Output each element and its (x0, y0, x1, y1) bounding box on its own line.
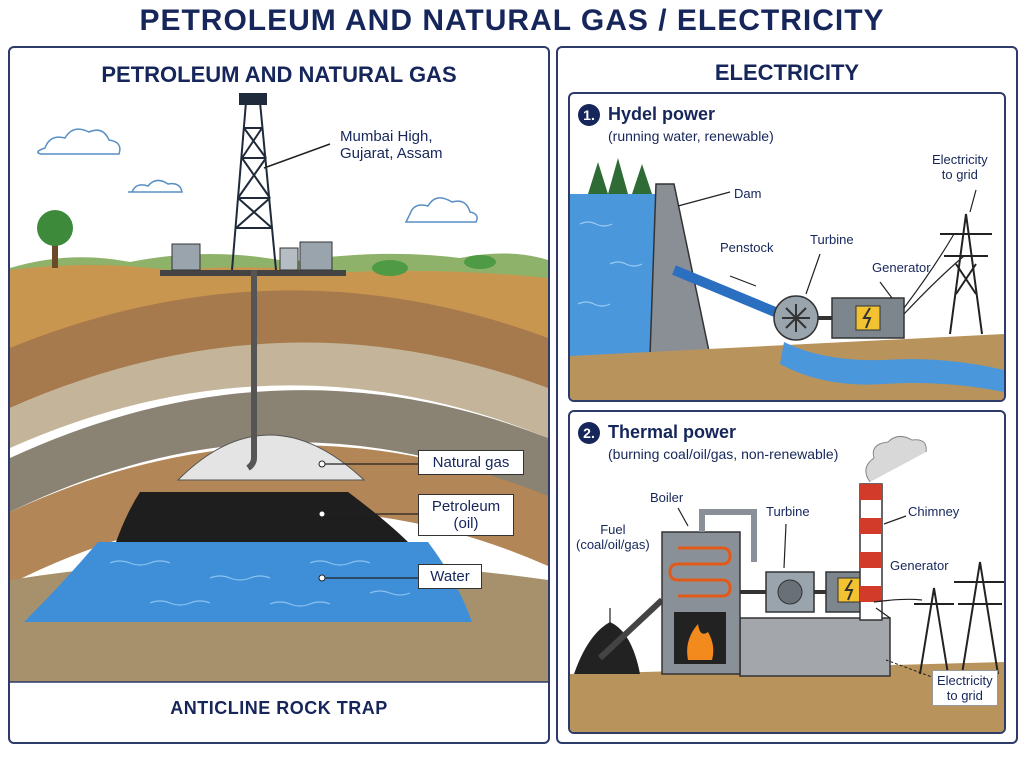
oil-rig-icon (231, 93, 277, 271)
generator-icon (831, 297, 905, 339)
thermal-title: Thermal power (608, 422, 737, 442)
anticline-illustration (10, 93, 548, 683)
thermal-grid-line1: Electricity (937, 673, 993, 688)
cloud-icon (128, 179, 183, 193)
petroleum-label-line2: (oil) (453, 515, 479, 532)
water-label: Water (418, 564, 482, 589)
thermal-grid-label: Electricity to grid (932, 670, 998, 706)
hydel-number-badge: 1. (578, 104, 600, 126)
fuel-label-line1: Fuel (600, 522, 626, 537)
tree-icon (588, 158, 652, 194)
boiler-label: Boiler (650, 490, 684, 505)
chimney-label: Chimney (908, 504, 960, 519)
cloud-icon (404, 197, 478, 223)
cloud-icon (37, 128, 121, 155)
rig-location-line2: Gujarat, Assam (340, 145, 443, 162)
petroleum-label: Petroleum (oil) (418, 494, 514, 536)
hydel-grid-label: Electricity to grid (932, 152, 988, 182)
page-title: PETROLEUM AND NATURAL GAS / ELECTRICITY (139, 4, 885, 37)
anticline-caption: ANTICLINE ROCK TRAP (170, 698, 388, 718)
fuel-label-line2: (coal/oil/gas) (576, 537, 650, 552)
thermal-subtitle: (burning coal/oil/gas, non-renewable) (608, 446, 839, 462)
natural-gas-label: Natural gas (418, 450, 524, 475)
chimney-icon (859, 483, 883, 621)
petroleum-panel: PETROLEUM AND NATURAL GAS (8, 46, 550, 744)
hydel-subtitle: (running water, renewable) (608, 128, 774, 144)
hydel-power-section: 1. Hydel power (running water, renewable… (568, 92, 1006, 402)
electricity-panel-title: ELECTRICITY (714, 60, 860, 85)
thermal-generator-label: Generator (890, 558, 949, 573)
hydel-grid-line2: to grid (941, 167, 978, 182)
thermal-number-badge: 2. (578, 422, 600, 444)
fuel-label: Fuel (coal/oil/gas) (576, 522, 650, 552)
electricity-panel: ELECTRICITY (556, 46, 1018, 744)
fire-icon (687, 624, 714, 660)
hydel-generator-label: Generator (872, 260, 931, 275)
thermal-power-section: 2. Thermal power (burning coal/oil/gas, … (568, 410, 1006, 734)
thermal-turbine-label: Turbine (766, 504, 810, 519)
hydel-title: Hydel power (608, 104, 716, 124)
rig-location-label: Mumbai High, Gujarat, Assam (340, 128, 443, 162)
hydel-illustration (570, 158, 1004, 400)
transmission-tower-icon (914, 561, 1004, 675)
petroleum-panel-title: PETROLEUM AND NATURAL GAS (101, 62, 457, 87)
rig-location-line1: Mumbai High, (340, 128, 433, 145)
transmission-tower-icon (940, 213, 992, 335)
thermal-illustration (570, 436, 1004, 732)
hydel-turbine-label: Turbine (810, 232, 854, 247)
penstock-label: Penstock (720, 240, 774, 255)
thermal-grid-line2: to grid (946, 688, 983, 703)
dam-label: Dam (734, 186, 762, 201)
hydel-grid-line1: Electricity (932, 152, 988, 167)
petroleum-label-line1: Petroleum (431, 498, 501, 515)
